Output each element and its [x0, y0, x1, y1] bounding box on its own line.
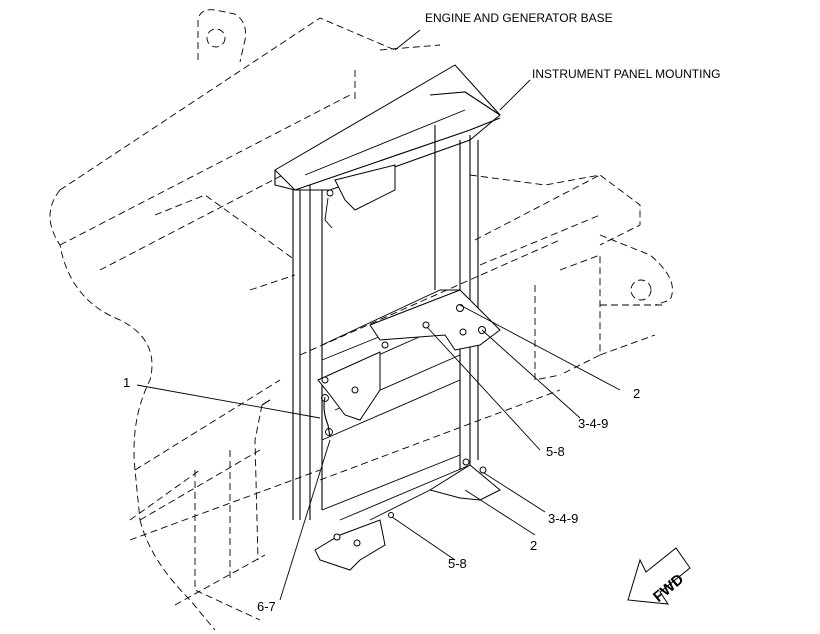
- callout-item-3-4-9-lower: 3-4-9: [548, 511, 578, 526]
- callout-item-2-upper: 2: [633, 386, 640, 401]
- callout-item-5-8-lower: 5-8: [448, 556, 467, 571]
- callout-item-1: 1: [123, 375, 130, 390]
- callout-item-6-7: 6-7: [257, 599, 276, 614]
- callout-item-2-lower: 2: [530, 538, 537, 553]
- instrument-panel-frame: [254, 64, 501, 571]
- callout-item-3-4-9-upper: 3-4-9: [578, 416, 608, 431]
- forward-arrow-icon: FWD: [627, 547, 691, 606]
- callout-instrument-panel-mounting: INSTRUMENT PANEL MOUNTING: [532, 67, 720, 81]
- leader-lines: [136, 29, 621, 601]
- callout-item-5-8-upper: 5-8: [546, 444, 565, 459]
- callout-engine-generator-base: ENGINE AND GENERATOR BASE: [425, 11, 613, 25]
- engine-generator-base-phantom: [49, 9, 673, 631]
